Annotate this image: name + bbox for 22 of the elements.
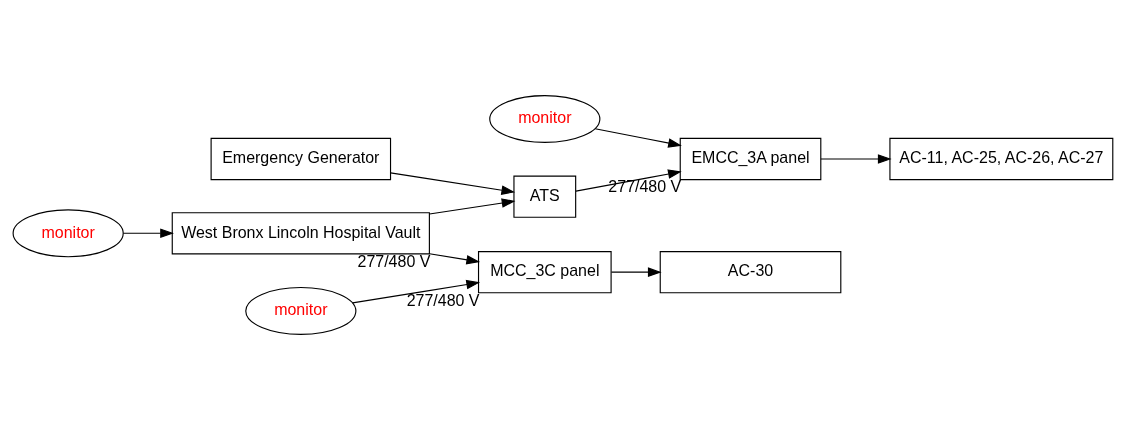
- arrow: [594, 128, 682, 148]
- node-label: 277/480 V: [406, 291, 480, 309]
- arrow: [610, 267, 662, 277]
- arrow: [428, 198, 516, 215]
- node-ellipse: monitor: [245, 287, 357, 335]
- node-box: MCC_3C panel: [477, 251, 612, 294]
- arrow: [820, 154, 892, 164]
- node-ellipse: monitor: [12, 209, 124, 258]
- arrow: [390, 172, 516, 195]
- node-box: AC-11, AC-25, AC-26, AC-27: [889, 137, 1114, 181]
- node-box: Emergency Generator: [210, 137, 392, 181]
- node-ellipse: monitor: [489, 95, 601, 143]
- node-label: 277/480 V: [608, 178, 682, 196]
- node-box: AC-30: [659, 251, 842, 294]
- node-label: 277/480 V: [357, 252, 431, 270]
- arrow: [352, 279, 481, 304]
- node-box: ATS: [513, 175, 577, 218]
- arrow: [428, 253, 481, 265]
- arrow: [122, 228, 174, 239]
- arrow: [575, 169, 682, 192]
- node-box: EMCC_3A panel: [679, 137, 822, 181]
- node-box: West Bronx Lincoln Hospital Vault: [171, 212, 430, 255]
